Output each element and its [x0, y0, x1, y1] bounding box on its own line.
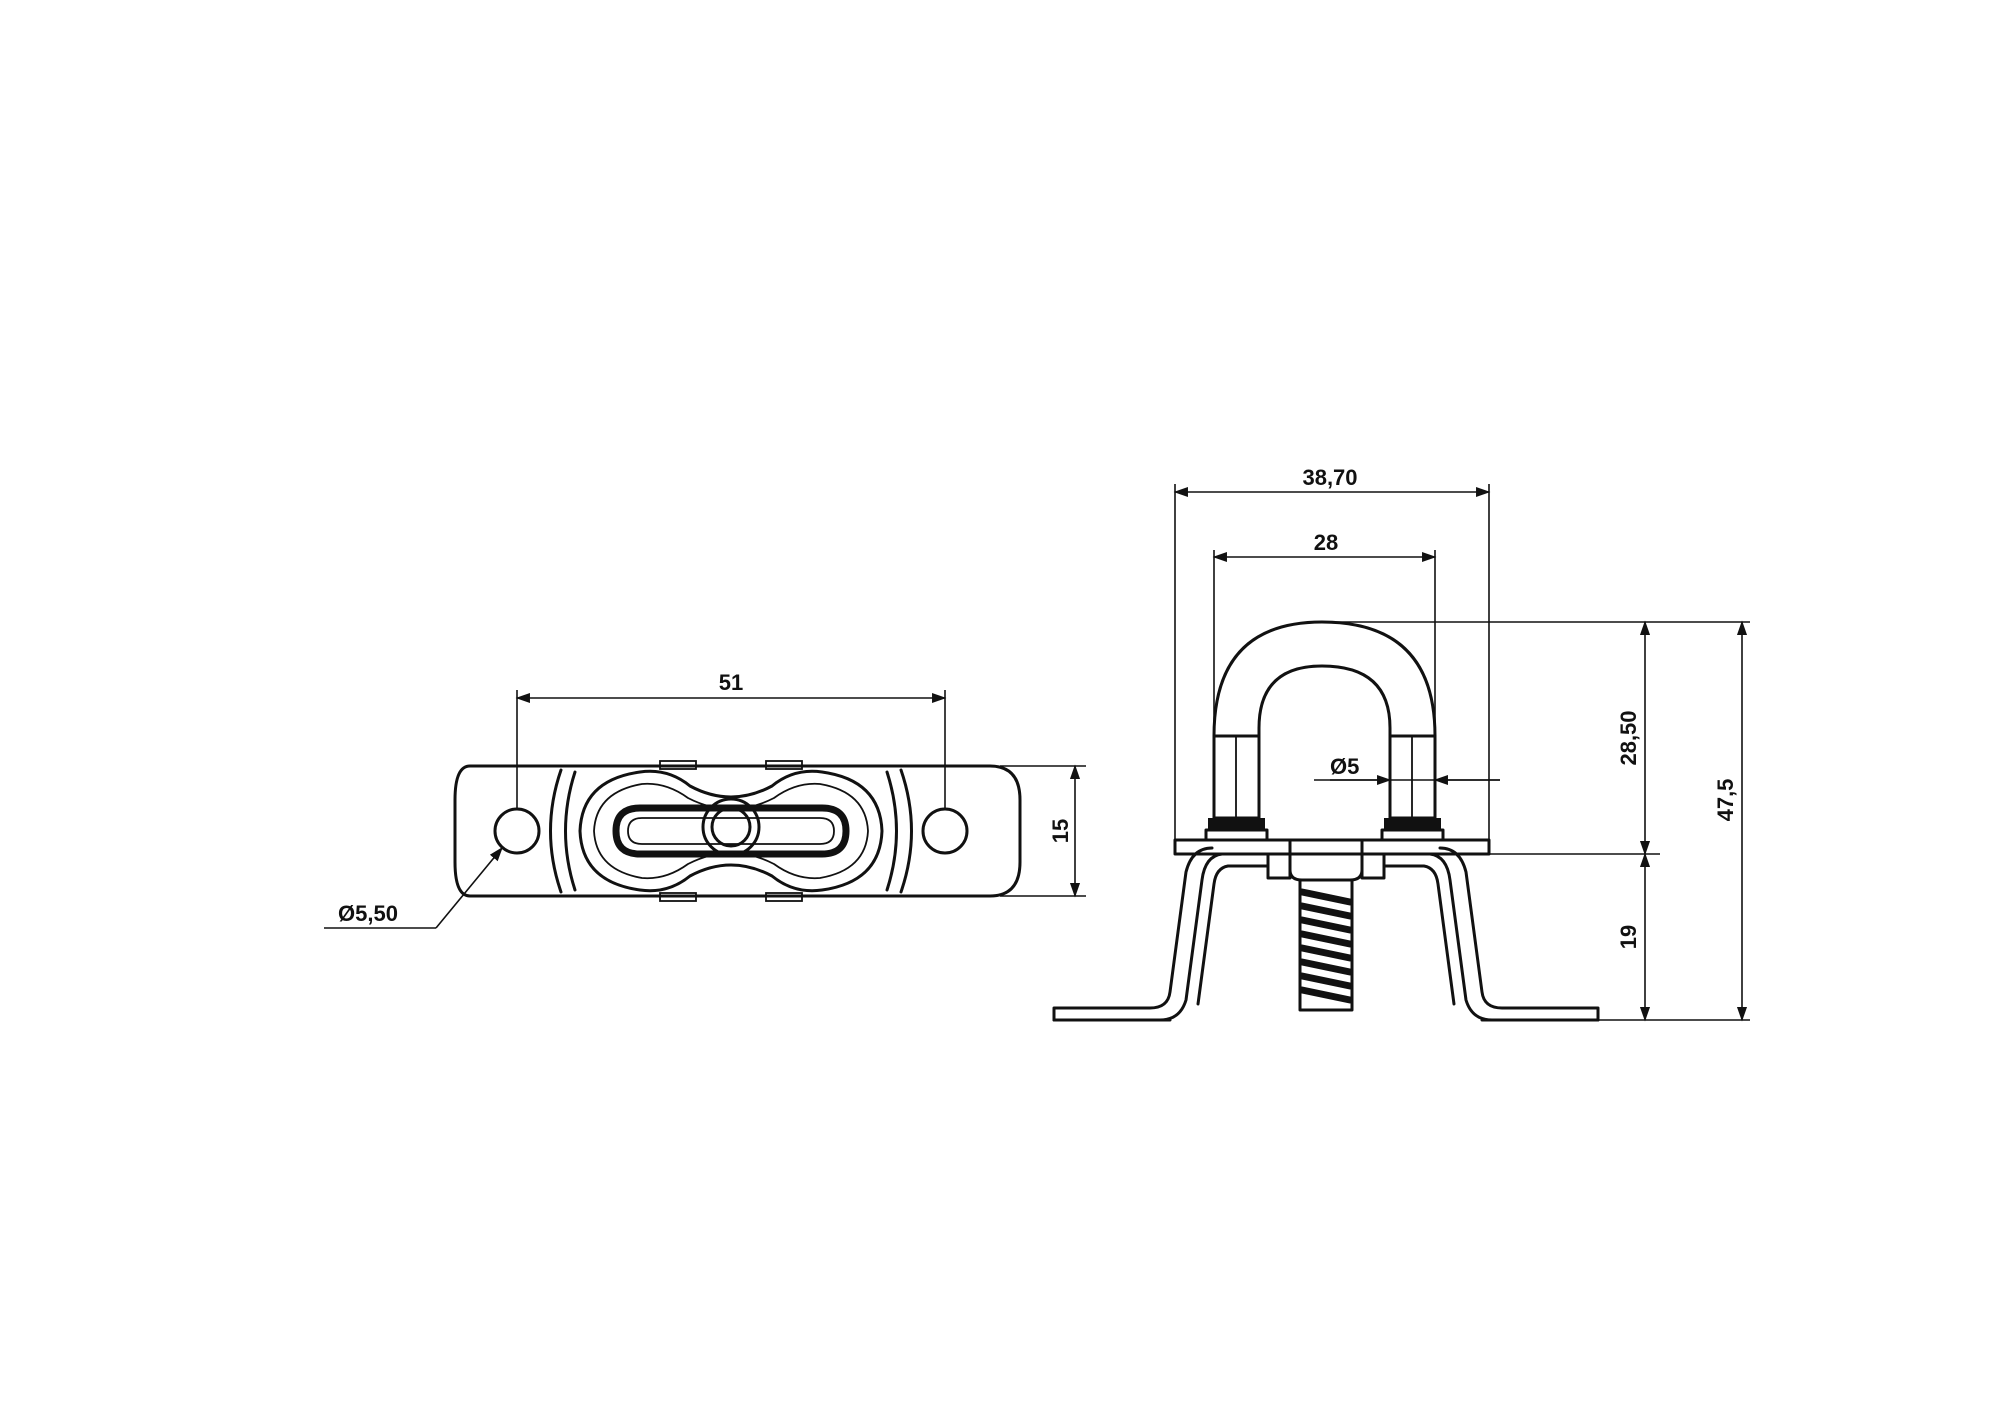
bracket-left: [1052, 846, 1270, 1022]
left-nut: [1208, 818, 1265, 830]
bracket-right-inner: [1382, 864, 1456, 1006]
u-loop-outer: [1212, 620, 1437, 742]
side-view-dimensions: 38,70 28 Ø5 28,50 19 47,5: [1173, 465, 1750, 1022]
right-nut: [1384, 818, 1441, 830]
top-view-body-outline: [578, 769, 884, 893]
left-mounting-hole: [493, 807, 541, 855]
u-loop-inner: [1257, 664, 1392, 742]
boss-collar-right: [1360, 852, 1386, 880]
top-view-base-plate: [453, 764, 1022, 898]
top-view-slot-inner: [627, 817, 835, 845]
top-tab-lower-right: [765, 892, 803, 902]
dim-hole-diameter-label: Ø5,50: [338, 901, 398, 926]
right-mounting-hole: [921, 807, 969, 855]
left-outer-arc: [549, 768, 563, 894]
boss-collar-left: [1266, 852, 1292, 880]
top-tab-upper: [659, 760, 697, 770]
bracket-right: [1382, 846, 1600, 1022]
top-view-slot: [612, 804, 850, 858]
dim-51-label: 51: [719, 670, 743, 695]
dim-19-label: 19: [1616, 925, 1641, 949]
side-view: [1052, 620, 1600, 1022]
dim-38-70-label: 38,70: [1302, 465, 1357, 490]
dim-28-50-label: 28,50: [1616, 710, 1641, 765]
top-view-dimensions: 51 15 Ø5,50: [324, 670, 1086, 929]
dim-47-5-label: 47,5: [1713, 779, 1738, 822]
dim-15-label: 15: [1048, 819, 1073, 843]
dim-28-label: 28: [1314, 530, 1338, 555]
top-tab-upper-right: [765, 760, 803, 770]
center-boss: [1288, 838, 1364, 882]
right-inner-arc: [885, 770, 898, 892]
top-view-center-pin-outer: [701, 797, 761, 857]
spring-coils: [1298, 888, 1354, 1004]
dim-rod-diameter-label: Ø5: [1330, 754, 1359, 779]
top-tab-lower: [659, 892, 697, 902]
spring: [1298, 878, 1354, 1012]
dim-hole-leader: [435, 846, 503, 929]
bracket-left-inner: [1196, 864, 1270, 1006]
left-inner-arc: [564, 770, 577, 892]
right-outer-arc: [899, 768, 913, 894]
top-view: [453, 760, 1022, 902]
top-view-center-pin: [710, 806, 752, 848]
